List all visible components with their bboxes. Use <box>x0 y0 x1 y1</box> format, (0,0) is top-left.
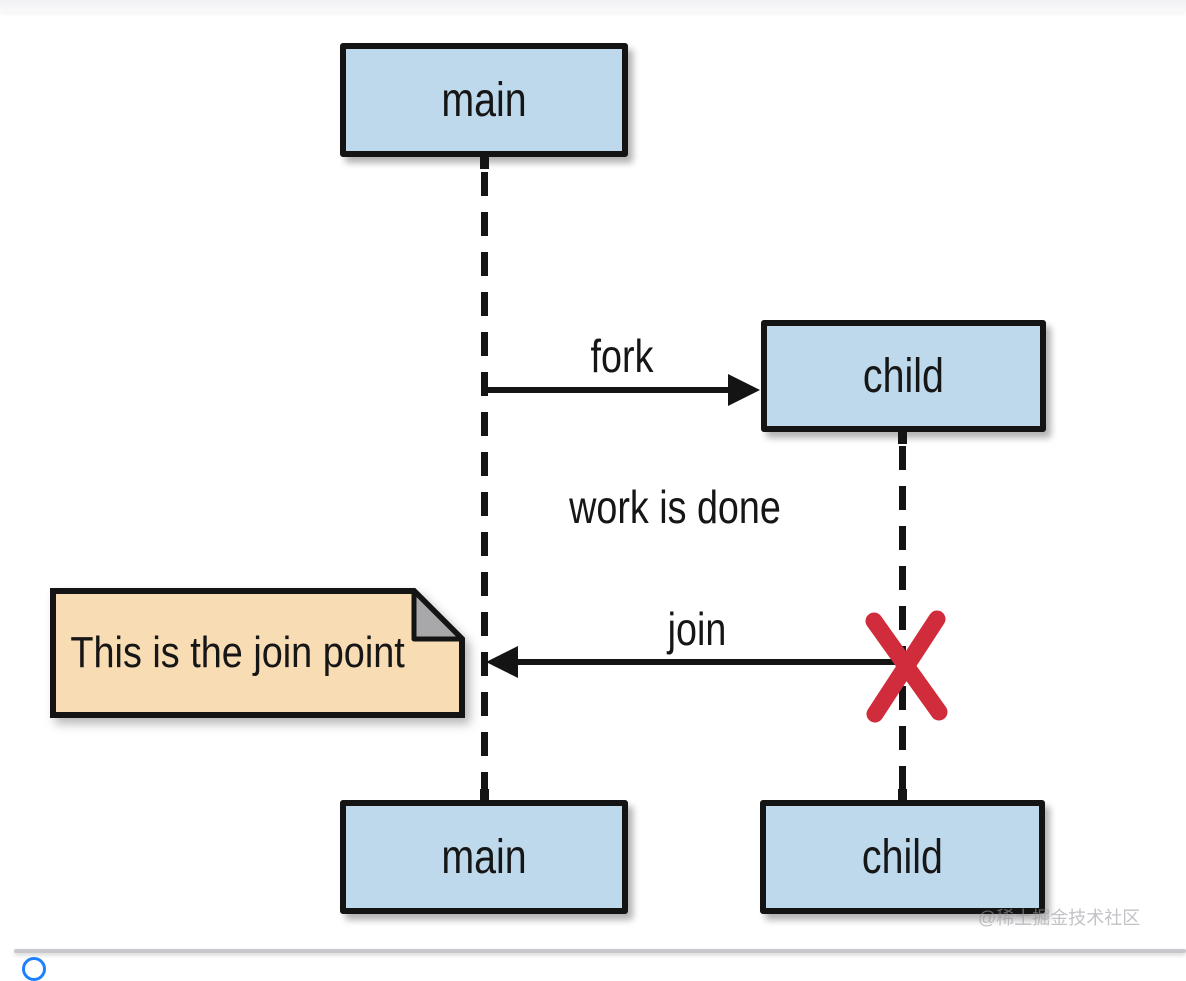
lifeline-main <box>481 172 488 790</box>
lifeline-connector <box>898 431 907 444</box>
participant-box-child-top: child <box>761 320 1046 432</box>
participant-box-child-bottom: child <box>760 800 1045 914</box>
participant-label: main <box>441 830 527 884</box>
join-message-label: join <box>667 603 727 655</box>
juejin-watermark: @稀土掘金技术社区 <box>978 908 1141 928</box>
lifeline-connector <box>480 156 489 169</box>
join-arrow-line <box>505 659 905 665</box>
lifeline-child <box>899 446 906 791</box>
work-is-done-annotation: work is done <box>569 481 781 533</box>
card-bottom-edge <box>14 949 1186 953</box>
termination-x-icon <box>865 610 948 723</box>
arrowhead-right-icon <box>728 374 760 406</box>
participant-box-main-top: main <box>340 43 628 157</box>
top-page-band <box>0 0 1186 12</box>
participant-label: child <box>863 349 944 403</box>
lifeline-connector <box>898 789 907 802</box>
note-join-point: This is the join point <box>50 588 465 718</box>
participant-label: child <box>862 830 943 884</box>
note-shape <box>50 588 465 718</box>
avatar-circle-partial <box>22 957 46 981</box>
lifeline-connector <box>480 789 489 802</box>
fork-message-label: fork <box>590 330 654 382</box>
fork-arrow-line <box>487 387 730 393</box>
participant-label: main <box>441 73 527 127</box>
participant-box-main-bottom: main <box>340 800 628 914</box>
note-text: This is the join point <box>70 628 405 677</box>
